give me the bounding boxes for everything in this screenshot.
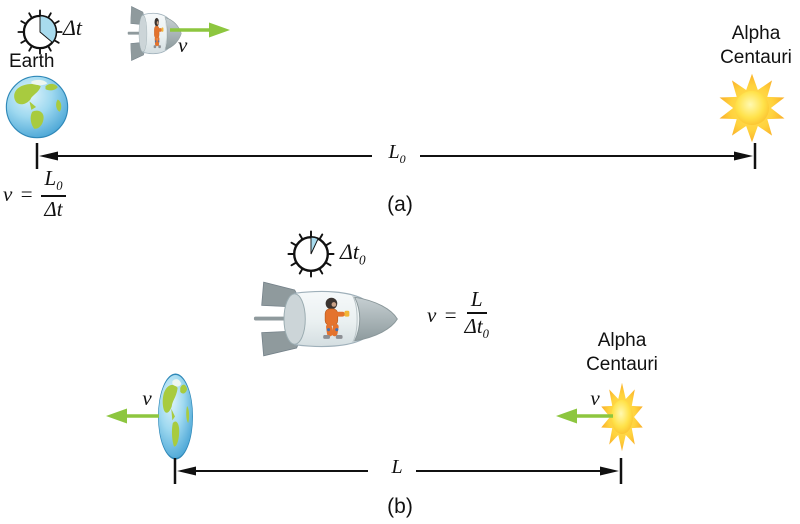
formula-equals: = — [443, 302, 458, 327]
contracted-earth-icon — [158, 373, 193, 460]
star-name-label: Alpha Centauri — [706, 22, 800, 70]
star-name-line1: Alpha — [731, 23, 781, 44]
star-name-line1: Alpha — [597, 330, 647, 351]
clock-icon-earth-frame — [17, 9, 63, 55]
proper-time-label: Δt0 — [340, 239, 366, 268]
star-name-line2: Centauri — [720, 46, 792, 68]
astronaut-icon — [323, 297, 350, 339]
formula-denominator: Δt0 — [464, 314, 489, 342]
contracted-spaceship-icon — [127, 6, 182, 61]
formula-denominator: Δt — [44, 197, 63, 222]
formula-numerator: L — [466, 287, 487, 315]
formula-lhs: v — [3, 181, 13, 206]
astronaut-icon — [153, 17, 164, 49]
proper-distance-label: L0 — [368, 141, 426, 167]
panel-b-caption: (b) — [387, 495, 413, 518]
earth-label: Earth — [9, 51, 55, 72]
star-velocity-label: v — [590, 386, 600, 410]
distance-subscript: 0 — [399, 152, 406, 166]
contracted-star-sun-icon — [601, 382, 643, 452]
formula-equals: = — [19, 181, 34, 206]
velocity-formula-earth-frame: v = L0 Δt — [3, 166, 67, 222]
contracted-distance-label: L — [372, 456, 422, 479]
clock-icon-ship-frame — [287, 230, 335, 278]
formula-lhs: v — [427, 302, 437, 327]
star-sun-icon — [719, 73, 785, 143]
contracted-distance-measure-arrow — [173, 458, 623, 484]
proper-time-wedge — [310, 236, 319, 255]
earth-velocity-label: v — [142, 386, 152, 410]
star-velocity-arrow-left-icon — [556, 408, 613, 424]
velocity-arrow-right-icon — [170, 22, 230, 38]
earth-velocity-arrow-left-icon — [106, 408, 159, 424]
distance-symbol: L — [388, 141, 400, 163]
dilated-time-label: Δt — [63, 15, 83, 40]
proper-distance-measure-arrow — [35, 143, 757, 169]
panel-a-caption: (a) — [387, 193, 413, 216]
earth-icon — [5, 75, 69, 139]
distance-symbol: L — [391, 456, 403, 478]
ship-velocity-label: v — [178, 33, 188, 57]
star-name-line2: Centauri — [586, 353, 658, 375]
spaceship-icon — [253, 281, 398, 357]
star-name-label: Alpha Centauri — [570, 329, 674, 377]
velocity-formula-ship-frame: v = L Δt0 — [427, 287, 489, 342]
formula-numerator: L0 — [40, 166, 67, 198]
elapsed-time-wedge — [39, 15, 57, 44]
